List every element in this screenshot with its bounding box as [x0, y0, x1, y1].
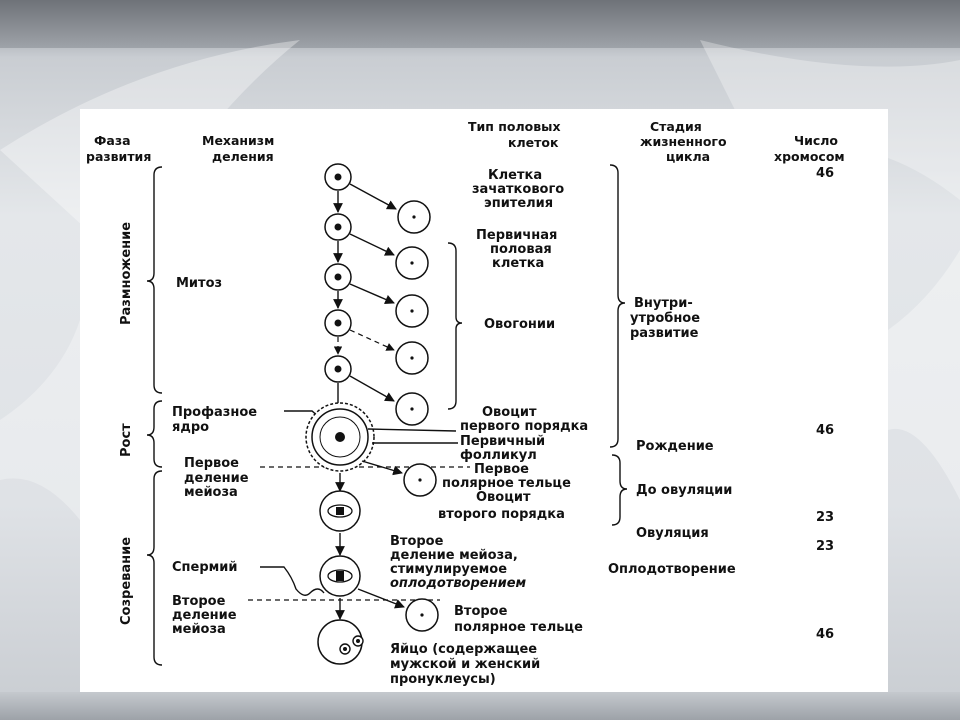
- label-sperm: Спермий: [172, 560, 238, 575]
- label-primary-follicle-line2: фолликул: [460, 448, 537, 463]
- label-germinal-line1: Клетка: [488, 168, 542, 183]
- brace-before-ovulation: [611, 454, 628, 526]
- phase-maturation: Созревание: [119, 537, 134, 625]
- label-oogonia: Овогонии: [484, 317, 555, 332]
- label-first-polar-line1: Первое: [474, 462, 529, 477]
- header-mechanism-line2: деления: [212, 149, 274, 164]
- prophase-nucleus: [335, 432, 345, 442]
- sperm-tail: [260, 566, 325, 596]
- label-germinal-line2: зачаткового: [472, 182, 564, 197]
- stage-intrauterine-line1: Внутри-: [634, 296, 693, 311]
- polar-bodies: [357, 460, 439, 632]
- brace-maturation: [146, 470, 163, 666]
- header-stage-line2: жизненного: [640, 134, 727, 149]
- header-chromosomes-line2: хромосом: [774, 149, 845, 164]
- chromosomes-46-a: 46: [816, 166, 834, 181]
- label-egg-line2: мужской и женский: [390, 657, 540, 672]
- chromosomes-46-c: 46: [816, 627, 834, 642]
- label-second-meiosis-line1: Второе: [172, 594, 226, 609]
- oogenesis-diagram: Фаза развития Механизм деления Тип полов…: [86, 119, 845, 687]
- label-egg-line1: Яйцо (содержащее: [390, 642, 537, 657]
- stage-intrauterine-line2: утробное: [630, 311, 700, 326]
- pointer-primary-oocyte: [367, 428, 457, 432]
- label-first-meiosis-line2: деление: [184, 471, 249, 486]
- phase-reproduction: Размножение: [119, 222, 134, 325]
- label-prophase-nucleus-line1: Профазное: [172, 405, 257, 420]
- header-phase-line1: Фаза: [94, 133, 131, 148]
- stage-intrauterine-line3: развитие: [630, 326, 699, 341]
- egg-cell: [317, 619, 364, 665]
- brace-reproduction: [146, 166, 163, 394]
- label-prophase-nucleus-line2: ядро: [172, 420, 209, 435]
- label-primary-oocyte-line2: первого порядка: [460, 419, 588, 434]
- label-egg-line3: пронуклеусы): [390, 672, 496, 687]
- stage-birth: Рождение: [636, 439, 714, 454]
- label-primary-follicle-line1: Первичный: [460, 434, 545, 449]
- label-primary-germ-line1: Первичная: [476, 228, 557, 243]
- mitosis-chain: [324, 163, 352, 415]
- label-second-meiosis-line2: деление: [172, 608, 237, 623]
- nucleus-4: [334, 319, 342, 327]
- brace-growth: [146, 400, 163, 468]
- header-mechanism-line1: Механизм: [202, 133, 274, 148]
- label-secondary-oocyte-line2: второго порядка: [438, 507, 565, 522]
- secondary-oocyte: [319, 490, 361, 532]
- label-mitosis: Митоз: [176, 276, 222, 291]
- label-germinal-line3: эпителия: [484, 196, 553, 211]
- fertilized-oocyte: [319, 555, 361, 597]
- header-phase-line2: развития: [86, 149, 151, 164]
- label-first-meiosis-line3: мейоза: [184, 485, 238, 500]
- header-cell-type-line1: Тип половых: [468, 119, 561, 134]
- label-primary-germ-line2: половая: [490, 242, 552, 257]
- phase-growth: Рост: [119, 423, 134, 457]
- stage-fertilization: Оплодотворение: [608, 562, 736, 577]
- label-second-polar-line1: Второе: [454, 604, 508, 619]
- stage-ovulation: Овуляция: [636, 526, 709, 541]
- label-second-meiosis-note-italic: оплодотворением: [390, 576, 527, 591]
- brace-oogonia: [447, 242, 463, 410]
- oogonia-column: [349, 183, 431, 426]
- chromosomes-46-b: 46: [816, 423, 834, 438]
- diagram-panel: Фаза развития Механизм деления Тип полов…: [80, 109, 888, 692]
- header-stage-line3: цикла: [666, 149, 710, 164]
- nucleus-2: [334, 223, 342, 231]
- brace-intrauterine: [609, 164, 626, 448]
- nucleus-1: [334, 173, 342, 181]
- nucleus-5: [334, 365, 342, 373]
- slide-bottom-band: [0, 692, 960, 720]
- chromosomes-23-a: 23: [816, 510, 834, 525]
- label-second-meiosis-note-line3: стимулируемое: [390, 562, 507, 577]
- primary-follicle: [305, 402, 375, 472]
- header-cell-type-line2: клеток: [508, 135, 559, 150]
- label-first-polar-line2: полярное тельце: [442, 476, 571, 491]
- label-primary-oocyte-line1: Овоцит: [482, 405, 537, 420]
- label-second-meiosis-line3: мейоза: [172, 622, 226, 637]
- nucleus-3: [334, 273, 342, 281]
- label-first-meiosis-line1: Первое: [184, 456, 239, 471]
- label-second-meiosis-note-line1: Второе: [390, 534, 444, 549]
- label-primary-germ-line3: клетка: [492, 256, 544, 271]
- slide-top-band: [0, 0, 960, 48]
- label-second-polar-line2: полярное тельце: [454, 620, 583, 635]
- chromosomes-23-b: 23: [816, 539, 834, 554]
- stage-before-ovulation: До овуляции: [636, 483, 732, 498]
- header-stage-line1: Стадия: [650, 119, 702, 134]
- label-second-meiosis-note-line2: деление мейоза,: [390, 548, 518, 563]
- label-secondary-oocyte-line1: Овоцит: [476, 490, 531, 505]
- header-chromosomes-line1: Число: [794, 133, 838, 148]
